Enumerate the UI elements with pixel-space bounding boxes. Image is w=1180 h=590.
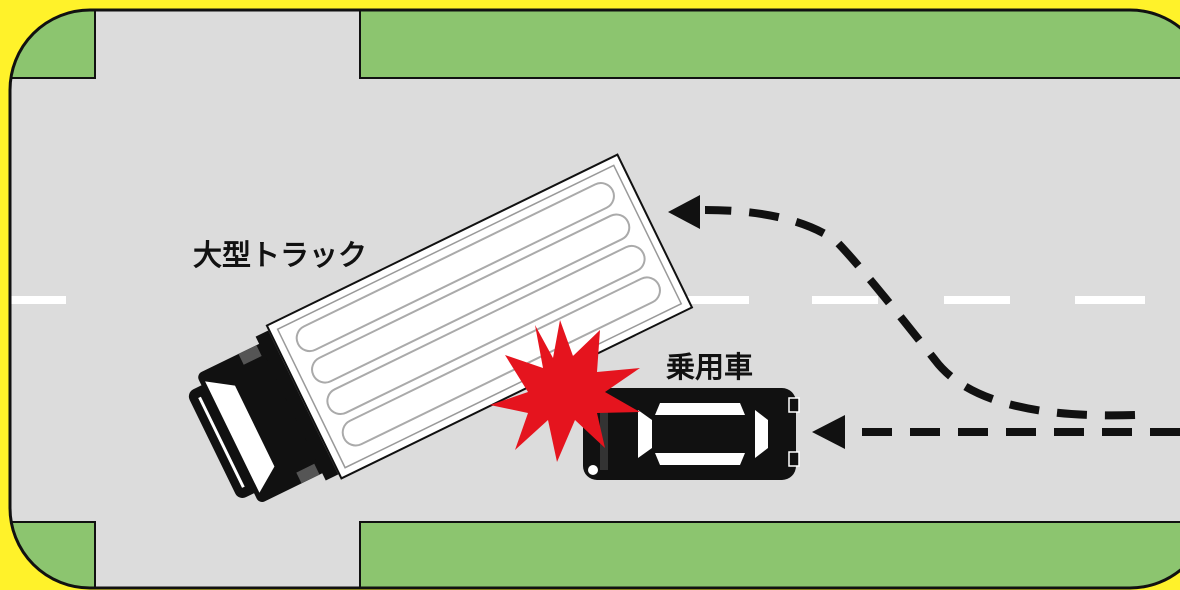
car-path-arrowhead bbox=[812, 415, 845, 449]
car-label: 乗用車 bbox=[666, 350, 754, 384]
truck-path-arrowhead bbox=[668, 195, 700, 229]
grass-top-right bbox=[359, 10, 1180, 79]
truck-label: 大型トラック bbox=[193, 238, 368, 272]
truck-u-turn-path bbox=[668, 195, 1136, 420]
truck bbox=[188, 153, 694, 502]
road-frame bbox=[8, 8, 1180, 590]
truck-cab bbox=[188, 330, 339, 502]
car-straight-path bbox=[812, 415, 1180, 449]
center-line bbox=[10, 296, 1145, 304]
truck-cargo-box bbox=[265, 153, 694, 480]
grass-bottom-right bbox=[359, 521, 1180, 588]
impact-burst bbox=[490, 320, 640, 462]
